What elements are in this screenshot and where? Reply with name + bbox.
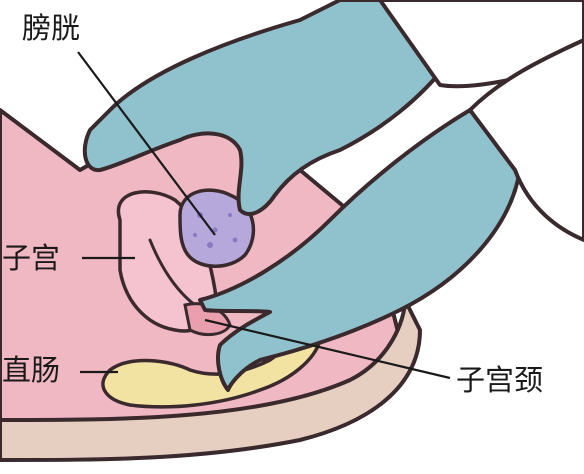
bladder-shape [178,188,256,268]
uterus-inner [148,238,197,307]
label-bladder: 膀胱 [22,11,81,45]
upper-glove-hand [82,0,452,216]
label-cervix: 子宫颈 [456,363,544,397]
lower-sleeve [468,38,584,242]
cervix-leader [204,318,451,380]
label-uterus: 子宫 [2,241,61,275]
label-rectum: 直肠 [2,353,61,387]
bladder-leader [77,51,216,236]
pelvic-floor-band [0,298,422,462]
